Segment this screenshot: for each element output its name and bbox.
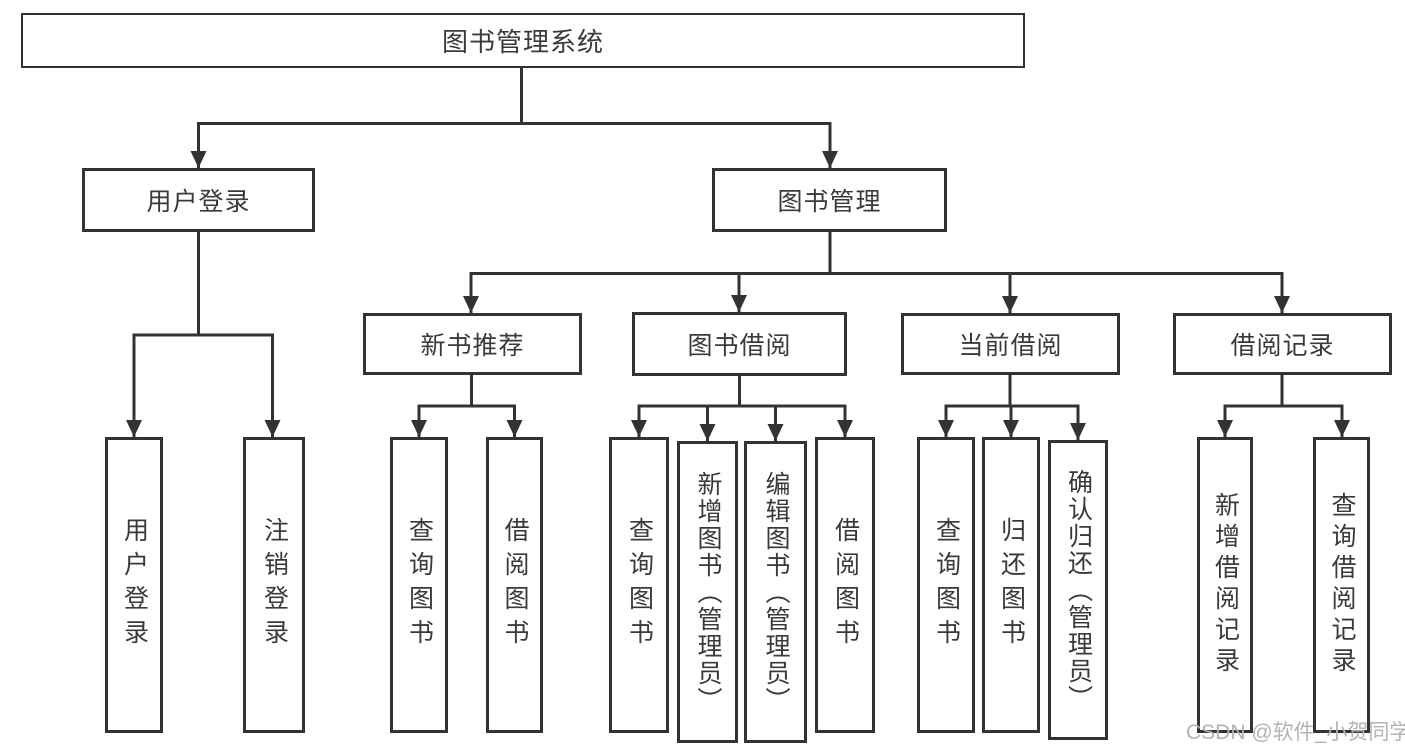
node-label: 借阅图书: [831, 517, 860, 653]
node-current-query-books: 查询图书: [917, 437, 975, 733]
node-label: 编辑图书（管理员）: [762, 470, 790, 714]
node-label: 图书管理系统: [441, 27, 604, 57]
csdn-watermark: CSDN @软件_小贺同学: [1186, 721, 1405, 744]
node-label: 确认归还（管理员）: [1064, 468, 1093, 712]
node-borrowing-borrow-books: 借阅图书: [815, 437, 875, 733]
node-label: 借阅图书: [501, 517, 529, 653]
node-user-login: 用户登录: [105, 437, 163, 733]
node-label: 图书管理: [777, 188, 882, 216]
node-confirm-return-admin: 确认归还（管理员）: [1048, 440, 1108, 740]
node-label: 用户登录: [120, 517, 149, 653]
node-logout: 注销登录: [243, 437, 305, 733]
node-library-management-system: 图书管理系统: [21, 13, 1025, 68]
node-recommend-query-books: 查询图书: [390, 437, 448, 733]
node-book-management: 图书管理: [712, 168, 947, 232]
node-label: 新书推荐: [420, 332, 525, 360]
node-label: 查询借阅记录: [1328, 492, 1356, 678]
node-add-borrow-record: 新增借阅记录: [1197, 437, 1253, 733]
node-borrowing-query-books: 查询图书: [609, 437, 669, 733]
node-label: 归还图书: [997, 517, 1026, 653]
node-edit-books-admin: 编辑图书（管理员）: [744, 441, 807, 743]
node-return-books: 归还图书: [982, 437, 1040, 733]
node-label: 查询图书: [625, 517, 654, 653]
node-label: 注销登录: [260, 517, 289, 653]
node-label: 用户登录: [146, 188, 251, 216]
node-add-books-admin: 新增图书（管理员）: [677, 441, 738, 743]
node-label: 新增图书（管理员）: [694, 470, 722, 714]
node-query-borrow-record: 查询借阅记录: [1313, 437, 1370, 733]
node-borrowing-records: 借阅记录: [1173, 313, 1392, 375]
node-label: 当前借阅: [958, 332, 1063, 360]
node-label: 图书借阅: [687, 332, 792, 360]
node-current-borrowing: 当前借阅: [901, 313, 1120, 375]
node-label: 查询图书: [405, 517, 434, 653]
node-book-borrowing: 图书借阅: [632, 312, 847, 376]
node-label: 查询图书: [932, 517, 961, 653]
node-label: 借阅记录: [1230, 332, 1335, 360]
node-label: 新增借阅记录: [1211, 492, 1240, 678]
node-recommend-borrow-books: 借阅图书: [486, 437, 543, 733]
node-new-book-recommend: 新书推荐: [363, 313, 582, 375]
node-user-login-module: 用户登录: [82, 168, 315, 232]
